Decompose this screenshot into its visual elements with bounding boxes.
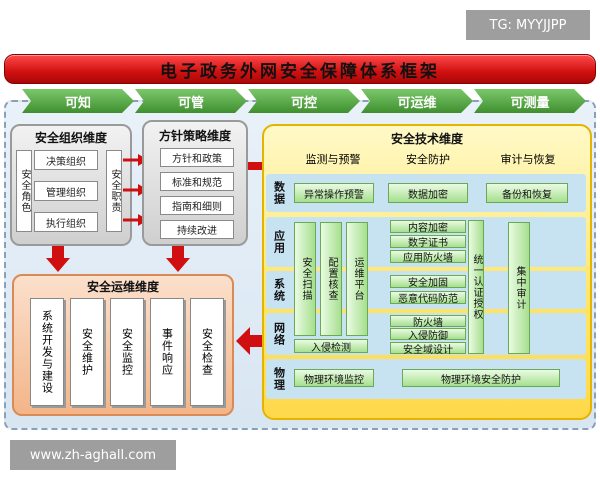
watermark-top: TG: MYYJJPP <box>466 10 590 40</box>
security-role-column: 安全角色 <box>16 150 32 232</box>
phase-manageable: 可管 <box>135 89 247 113</box>
tech-col-monitor: 监测与预警 <box>305 153 361 166</box>
item-physical-monitor: 物理环境监控 <box>294 369 374 387</box>
item-content-encryption: 内容加密 <box>390 220 466 234</box>
item-security-scan: 安全扫描 <box>294 222 316 336</box>
item-app-firewall: 应用防火墙 <box>390 250 466 264</box>
policy-item-standards: 标准和规范 <box>160 172 234 191</box>
row-label-system: 系统 <box>272 278 286 302</box>
phase-maintainable: 可运维 <box>361 89 473 113</box>
tech-col-protect: 安全防护 <box>406 153 450 166</box>
policy-item-rules: 指南和细则 <box>160 196 234 215</box>
org-item-execution: 执行组织 <box>34 212 98 232</box>
org-item-management: 管理组织 <box>34 181 98 201</box>
item-hardening: 安全加固 <box>390 275 466 289</box>
tech-dimension-title: 安全技术维度 <box>390 131 463 146</box>
item-data-encryption: 数据加密 <box>388 183 468 203</box>
phase-measurable: 可测量 <box>474 89 586 113</box>
policy-item-guideline: 方针和政策 <box>160 148 234 167</box>
ops-dimension-title: 安全运维维度 <box>86 279 159 294</box>
security-duty-column: 安全职责 <box>106 150 122 232</box>
policy-item-improve: 持续改进 <box>160 220 234 239</box>
item-config-check: 配置核查 <box>320 222 342 336</box>
org-dimension-title: 安全组织维度 <box>34 130 107 145</box>
ops-item-inspection: 安全检查 <box>190 298 224 406</box>
policy-dimension-title: 方针策略维度 <box>158 128 231 143</box>
item-digital-cert: 数字证书 <box>390 235 466 249</box>
item-physical-protection: 物理环境安全防护 <box>402 369 560 387</box>
ops-item-maintenance: 安全维护 <box>70 298 104 406</box>
tech-col-audit: 审计与恢复 <box>500 153 556 166</box>
item-backup-recovery: 备份和恢复 <box>486 183 568 203</box>
ops-item-dev-build: 系统开发与建设 <box>30 298 64 406</box>
phase-knowable: 可知 <box>22 89 134 113</box>
org-item-decision: 决策组织 <box>34 150 98 170</box>
item-security-domain: 安全域设计 <box>390 342 466 356</box>
row-label-app: 应用 <box>272 230 286 254</box>
row-label-physical: 物理 <box>272 367 286 391</box>
item-intrusion-prevention: 入侵防御 <box>390 328 466 342</box>
item-central-audit: 集中审计 <box>508 222 530 354</box>
row-label-data: 数据 <box>272 181 286 205</box>
item-abnormal-warning: 异常操作预警 <box>294 183 374 203</box>
item-unified-auth: 统一认证授权 <box>468 220 484 354</box>
watermark-bottom: www.zh-aghall.com <box>10 440 176 470</box>
ops-item-monitoring: 安全监控 <box>110 298 144 406</box>
item-ops-platform: 运维平台 <box>346 222 368 336</box>
row-label-network: 网络 <box>272 322 286 346</box>
ops-item-incident-response: 事件响应 <box>150 298 184 406</box>
diagram-title: 电子政务外网安全保障体系框架 <box>4 54 596 84</box>
phase-controllable: 可控 <box>248 89 360 113</box>
item-intrusion-detect: 入侵检测 <box>294 339 368 354</box>
item-malware-prevention: 恶意代码防范 <box>390 291 466 305</box>
item-firewall: 防火墙 <box>390 315 466 329</box>
